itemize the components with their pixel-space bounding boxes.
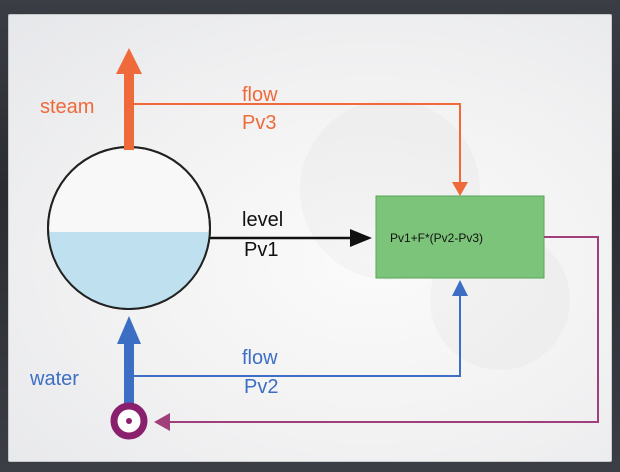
pv1-label: Pv1 xyxy=(244,239,278,261)
steam-label: steam xyxy=(40,96,94,118)
water-label: water xyxy=(29,368,79,390)
pv3-label: Pv3 xyxy=(242,112,276,134)
water-flow-label: flow xyxy=(242,347,278,369)
controller-formula-label: Pv1+F*(Pv2-Pv3) xyxy=(390,231,483,245)
steam-outlet-arrow xyxy=(116,48,142,150)
water-level-fill xyxy=(48,232,210,309)
water-feed-line xyxy=(117,316,141,404)
pv2-label: Pv2 xyxy=(244,376,278,398)
level-label: level xyxy=(242,209,283,231)
steam-flow-label: flow xyxy=(242,84,278,106)
controller-output-line xyxy=(154,236,599,431)
level-signal-arrow xyxy=(210,229,372,247)
water-flow-signal-line xyxy=(134,280,468,377)
steam-flow-signal-line xyxy=(134,103,468,196)
drum-vessel-icon xyxy=(47,146,211,310)
controller-block xyxy=(375,195,545,279)
pump-icon xyxy=(110,402,148,440)
